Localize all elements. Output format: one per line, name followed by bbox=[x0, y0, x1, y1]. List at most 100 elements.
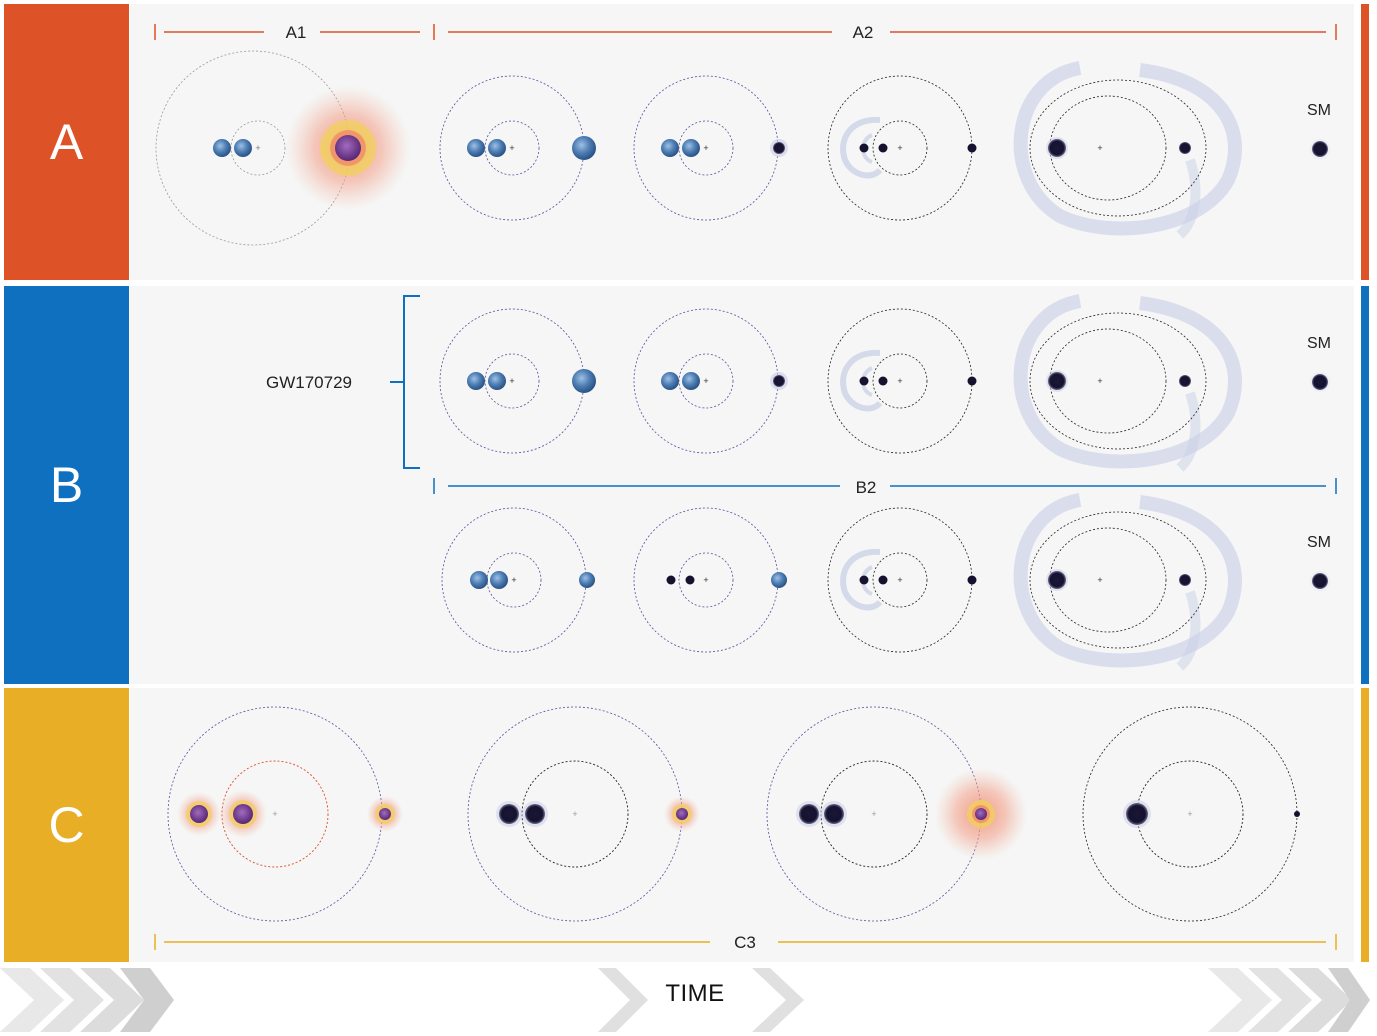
span-a2-label: A2 bbox=[853, 23, 874, 42]
time-label: TIME bbox=[665, 980, 725, 1007]
black-hole bbox=[1048, 571, 1066, 589]
svg-text:+: + bbox=[703, 143, 708, 153]
row-b-lower-stage-3: + bbox=[827, 507, 977, 653]
black-hole bbox=[1048, 139, 1066, 157]
row-a-label: A bbox=[4, 4, 129, 280]
time-arrow-left bbox=[0, 968, 174, 1032]
svg-text:+: + bbox=[255, 143, 260, 153]
time-arrow-center-left bbox=[598, 968, 648, 1032]
black-hole bbox=[1126, 803, 1148, 825]
span-c3-label: C3 bbox=[734, 933, 756, 952]
black-hole bbox=[859, 143, 869, 153]
row-a-end-state: SM bbox=[1307, 102, 1331, 160]
black-hole bbox=[1294, 811, 1300, 817]
blue-star bbox=[661, 372, 679, 390]
black-hole bbox=[859, 376, 869, 386]
row-b-upper-stage-4: + bbox=[1013, 294, 1242, 472]
blue-star bbox=[234, 139, 252, 157]
blue-star bbox=[682, 139, 700, 157]
svg-text:+: + bbox=[509, 376, 514, 386]
span-c3: C3 bbox=[154, 933, 1337, 952]
row-a-stage-1: + bbox=[155, 50, 410, 246]
row-b-lower-stage-1: + bbox=[441, 507, 595, 653]
giant-star-core bbox=[379, 808, 391, 820]
row-c-stage-2: + bbox=[467, 706, 700, 922]
svg-text:+: + bbox=[897, 376, 902, 386]
row-b-upper-stage-2: + bbox=[633, 308, 788, 454]
sm-label: SM bbox=[1307, 534, 1331, 551]
black-hole bbox=[525, 804, 545, 824]
black-hole bbox=[878, 575, 888, 585]
row-b-lower-stage-4: + bbox=[1013, 493, 1242, 671]
span-a1: A1 bbox=[154, 23, 435, 42]
svg-text:+: + bbox=[871, 809, 876, 819]
row-a-stage-5: + bbox=[1013, 61, 1242, 239]
row-c-edge-bar bbox=[1361, 688, 1369, 962]
black-hole bbox=[1179, 142, 1191, 154]
time-arrow-right bbox=[1208, 968, 1370, 1032]
black-hole bbox=[1312, 374, 1328, 390]
black-hole bbox=[1312, 141, 1328, 157]
row-b-lower-stage-2: + bbox=[633, 507, 787, 653]
svg-text:+: + bbox=[1097, 575, 1102, 585]
blue-star bbox=[661, 139, 679, 157]
row-c-panel bbox=[130, 688, 1354, 962]
giant-star-core bbox=[975, 808, 987, 820]
svg-text:+: + bbox=[1097, 376, 1102, 386]
black-hole bbox=[859, 575, 869, 585]
black-hole bbox=[824, 804, 844, 824]
svg-text:+: + bbox=[509, 143, 514, 153]
black-hole bbox=[1048, 372, 1066, 390]
svg-text:+: + bbox=[511, 575, 516, 585]
blue-star bbox=[213, 139, 231, 157]
giant-star-core bbox=[190, 805, 208, 823]
svg-text:+: + bbox=[897, 143, 902, 153]
row-b-upper-stage-3: + bbox=[827, 308, 977, 454]
span-b2-label: B2 bbox=[856, 478, 877, 497]
svg-text:+: + bbox=[897, 575, 902, 585]
row-a-stage-3: + bbox=[633, 75, 788, 221]
black-hole bbox=[967, 376, 977, 386]
gw170729-bracket: GW170729 bbox=[266, 295, 420, 469]
giant-star-core bbox=[335, 135, 361, 161]
span-a1-label: A1 bbox=[286, 23, 307, 42]
svg-text:+: + bbox=[703, 376, 708, 386]
giant-star-core bbox=[233, 804, 253, 824]
black-hole bbox=[499, 804, 519, 824]
black-hole bbox=[1179, 574, 1191, 586]
svg-text:+: + bbox=[703, 575, 708, 585]
blue-star bbox=[771, 572, 787, 588]
blue-star bbox=[490, 571, 508, 589]
row-b-label: B bbox=[4, 286, 129, 684]
row-c-stage-1: + bbox=[167, 706, 403, 922]
sm-label: SM bbox=[1307, 102, 1331, 119]
row-b-upper-end-state: SM bbox=[1307, 335, 1331, 393]
row-a-edge-bar bbox=[1361, 4, 1369, 280]
gw170729-label: GW170729 bbox=[266, 373, 352, 392]
blue-star bbox=[467, 139, 485, 157]
sm-label: SM bbox=[1307, 335, 1331, 352]
blue-star bbox=[682, 372, 700, 390]
svg-text:+: + bbox=[1187, 809, 1192, 819]
row-b-lower-end-state: SM bbox=[1307, 534, 1331, 592]
blue-star bbox=[572, 369, 596, 393]
row-b-upper-stage-1: + bbox=[439, 308, 596, 454]
row-c-label: C bbox=[4, 688, 129, 962]
black-hole bbox=[799, 804, 819, 824]
black-hole bbox=[1312, 573, 1328, 589]
black-hole bbox=[685, 575, 695, 585]
black-hole bbox=[666, 575, 676, 585]
svg-text:+: + bbox=[1097, 143, 1102, 153]
black-hole bbox=[878, 143, 888, 153]
row-b-panel bbox=[130, 286, 1354, 684]
row-a-stage-4: + bbox=[827, 75, 977, 221]
blue-star bbox=[572, 136, 596, 160]
blue-star bbox=[488, 372, 506, 390]
black-hole bbox=[1179, 375, 1191, 387]
black-hole bbox=[967, 143, 977, 153]
time-arrow-center-right bbox=[752, 968, 804, 1032]
row-b-edge-bar bbox=[1361, 286, 1369, 684]
svg-text:+: + bbox=[572, 809, 577, 819]
span-a2: A2 bbox=[448, 23, 1337, 42]
